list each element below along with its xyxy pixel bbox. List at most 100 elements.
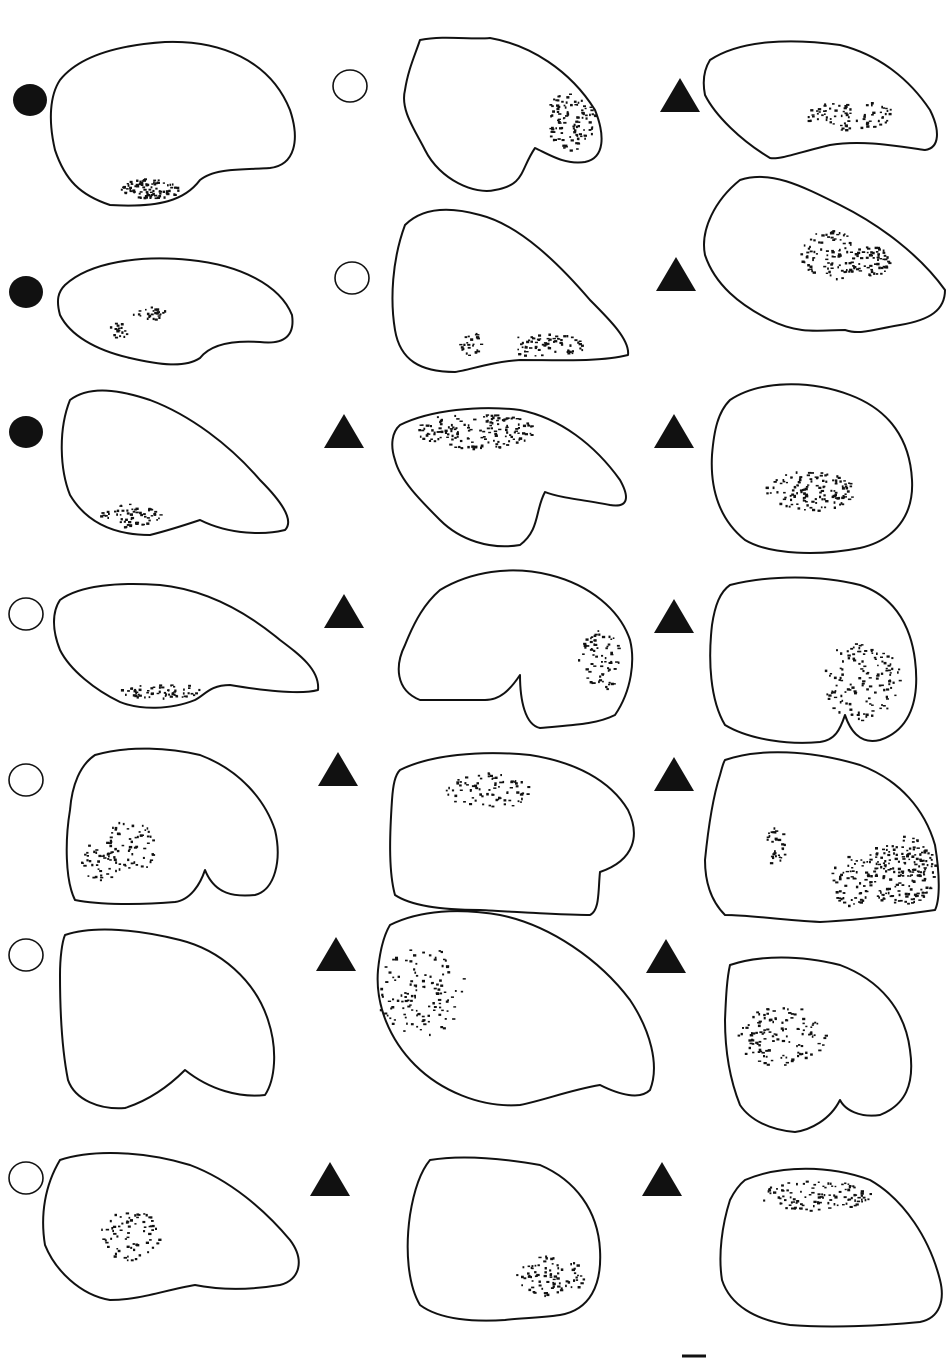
labeled-cell-dot	[576, 1277, 578, 1279]
labeled-cell-dot	[156, 519, 158, 521]
labeled-cell-dot	[856, 1203, 859, 1205]
labeled-cell-dot	[853, 1187, 855, 1189]
labeled-cell-dot	[557, 96, 560, 98]
labeled-cell-dot	[108, 513, 110, 515]
labeled-cell-dot	[775, 839, 778, 841]
section-outline-r1c1	[51, 42, 295, 206]
labeled-cell-dot	[404, 996, 407, 998]
labeled-cell-dot	[922, 892, 925, 894]
labeled-cell-dot	[129, 187, 132, 189]
labeled-cell-dot	[894, 695, 896, 697]
labeled-cell-dot	[602, 681, 604, 683]
labeled-cell-dot	[817, 1023, 819, 1025]
labeled-cell-dot	[824, 498, 826, 500]
labeled-cell-dot	[877, 673, 880, 676]
labeled-cell-dot	[144, 1226, 147, 1228]
labeled-cell-dot	[814, 1022, 816, 1024]
labeled-cell-dot	[820, 242, 823, 244]
labeled-cell-dot	[818, 241, 820, 243]
labeled-cell-dot	[871, 102, 874, 105]
labeled-cell-dot	[818, 487, 821, 489]
labeled-cell-dot	[434, 440, 437, 442]
labeled-cell-dot	[802, 1018, 805, 1020]
labeled-cell-dot	[822, 1044, 825, 1046]
labeled-cell-dot	[460, 440, 463, 442]
labeled-cell-dot	[439, 1003, 441, 1004]
labeled-cell-dot	[752, 1043, 755, 1045]
labeled-cell-dot	[500, 774, 502, 776]
labeled-cell-dot	[452, 789, 454, 791]
labeled-cell-dot	[870, 1193, 873, 1195]
labeled-cell-dot	[764, 1017, 766, 1019]
labeled-cell-dot	[613, 637, 615, 639]
labeled-cell-dot	[557, 1267, 559, 1269]
labeled-cell-dot	[796, 484, 798, 486]
section-outline-r5c1	[67, 749, 278, 904]
labeled-cell-dot	[904, 901, 907, 903]
labeled-cell-dot	[607, 646, 609, 648]
labeled-cell-dot	[467, 344, 470, 346]
labeled-cell-dot	[856, 886, 858, 889]
labeled-cell-dot	[167, 184, 169, 186]
labeled-cell-dot	[483, 416, 485, 418]
labeled-cell-dot	[884, 860, 886, 862]
labeled-cell-dot	[922, 846, 924, 848]
labeled-cell-dot	[107, 511, 110, 513]
labeled-cell-dot	[577, 1275, 579, 1277]
labeled-cell-dot	[183, 689, 185, 691]
labeled-cell-dot	[548, 334, 551, 337]
marker-filled-triangle-r6c2	[316, 937, 356, 971]
labeled-cell-dot	[147, 836, 150, 838]
labeled-cell-dot	[429, 440, 431, 442]
labeled-cell-dot	[894, 902, 896, 904]
labeled-cell-dot	[834, 490, 836, 492]
labeled-cell-dot	[774, 850, 776, 852]
labeled-cell-dot	[926, 887, 929, 890]
labeled-cell-dot	[867, 252, 869, 254]
labeled-cell-dot	[109, 842, 112, 844]
labeled-cell-dot	[896, 854, 898, 856]
labeled-cell-dot	[880, 866, 882, 869]
labeled-cell-dot	[84, 854, 86, 856]
labeled-cell-dot	[172, 693, 174, 695]
labeled-cell-dot	[585, 115, 588, 117]
labeled-cell-dot	[122, 845, 125, 847]
labeled-cell-dot	[491, 427, 493, 429]
labeled-cell-dot	[584, 138, 586, 140]
labeled-cell-dot	[455, 990, 457, 992]
labeled-cell-dot	[840, 254, 842, 256]
labeled-cell-dot	[174, 187, 177, 189]
labeled-cell-dot	[463, 344, 465, 346]
labeled-cell-dot	[813, 271, 816, 273]
labeled-cell-dot	[141, 865, 144, 867]
labeled-cell-dot	[885, 893, 887, 895]
labeled-cell-dot	[503, 418, 506, 420]
labeled-cell-dot	[845, 106, 847, 108]
labeled-cell-dot	[420, 425, 423, 426]
labeled-cell-dot	[159, 191, 162, 193]
labeled-cell-dot	[414, 996, 416, 998]
labeled-cell-dot	[867, 873, 869, 876]
labeled-cell-dot	[907, 853, 909, 856]
labeled-cell-dot	[517, 349, 519, 351]
labeled-cell-dot	[191, 693, 194, 695]
labeled-cell-dot	[558, 122, 560, 124]
labeled-cell-dot	[394, 1019, 396, 1021]
labeled-cell-dot	[437, 431, 440, 433]
labeled-cell-dot	[127, 690, 130, 692]
labeled-cell-dot	[882, 849, 885, 851]
labeled-cell-dot	[903, 836, 906, 838]
labeled-cell-dot	[900, 900, 903, 902]
labeled-cell-dot	[861, 1195, 863, 1197]
labeled-cell-dot	[498, 429, 501, 431]
labeled-cell-dot	[825, 500, 828, 502]
labeled-cell-dot	[931, 859, 933, 861]
marker-filled-circle-r1c1	[13, 84, 47, 116]
labeled-cell-dot	[863, 116, 866, 118]
labeled-cell-dot	[531, 1268, 533, 1270]
labeled-cell-dot	[888, 680, 891, 682]
labeled-cell-dot	[530, 433, 532, 435]
labeled-cell-dot	[934, 865, 937, 867]
labeled-cell-dot	[133, 314, 135, 316]
labeled-cell-dot	[871, 104, 873, 106]
